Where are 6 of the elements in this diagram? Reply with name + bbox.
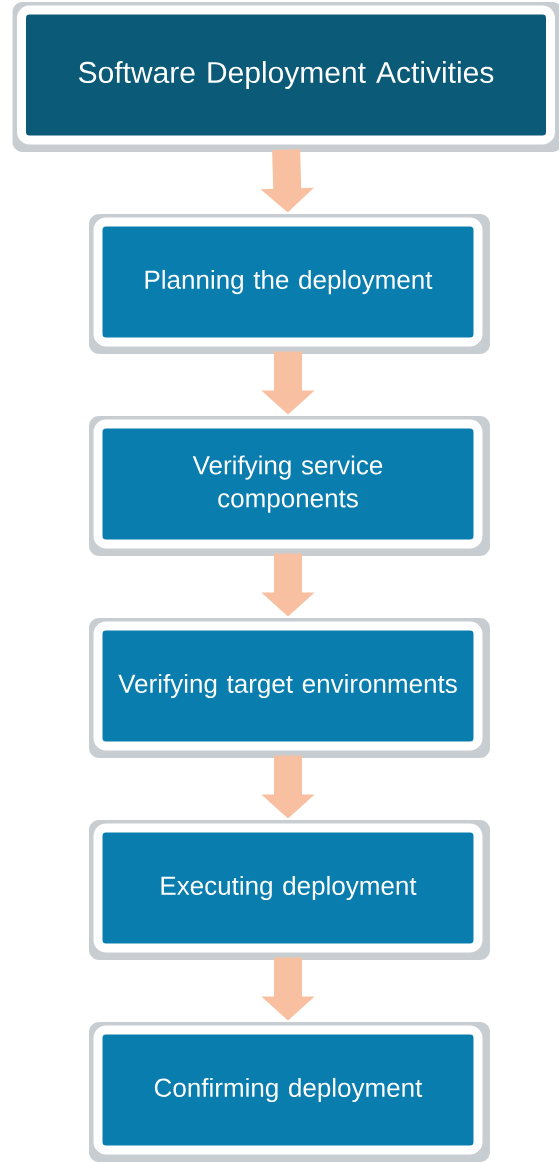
step-box: Verifying service components xyxy=(89,416,490,556)
title-box: Software Deployment Activities xyxy=(12,2,559,152)
step-box: Verifying target environments xyxy=(89,618,490,758)
step-box: Planning the deployment xyxy=(89,214,490,354)
step-box: Executing deployment xyxy=(89,820,490,960)
step-box: Confirming deployment xyxy=(89,1022,490,1162)
